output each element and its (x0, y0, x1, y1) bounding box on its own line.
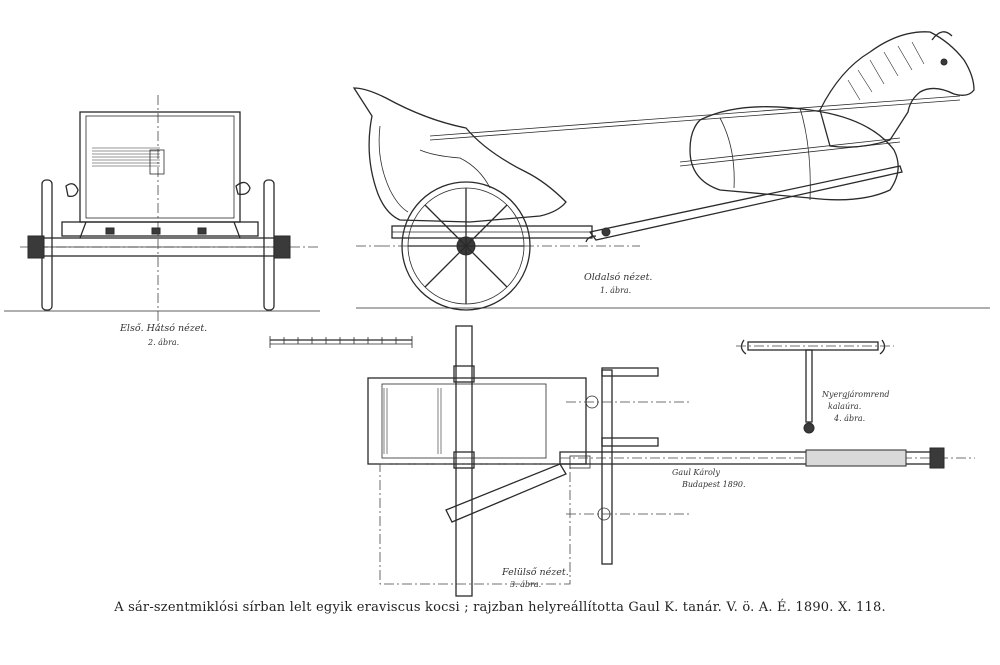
side-view-drawing (352, 31, 990, 311)
top-view-number: 3. ábra. (510, 580, 542, 589)
signature-place-date: Budapest 1890. (682, 480, 746, 489)
scale-bar (269, 336, 413, 348)
yoke-detail-drawing (736, 339, 894, 434)
plate-caption: A sár-szentmiklósi sírban lelt egyik era… (114, 600, 886, 615)
rear-view-drawing (4, 95, 320, 330)
yoke-detail-title: Nyergjáromrend (822, 390, 890, 399)
rear-view-title: Első. Hátsó nézet. (120, 323, 208, 334)
signature-name: Gaul Károly (672, 468, 720, 477)
yoke-detail-number: 4. ábra. (834, 414, 866, 423)
side-view-title: Oldalsó nézet. (584, 272, 653, 283)
top-view-title: Felülső nézet. (502, 567, 569, 578)
rear-view-number: 2. ábra. (148, 338, 180, 347)
side-view-number: 1. ábra. (600, 286, 632, 295)
top-view-drawing (367, 325, 975, 597)
yoke-detail-subtitle: kalaúra. (828, 402, 862, 411)
